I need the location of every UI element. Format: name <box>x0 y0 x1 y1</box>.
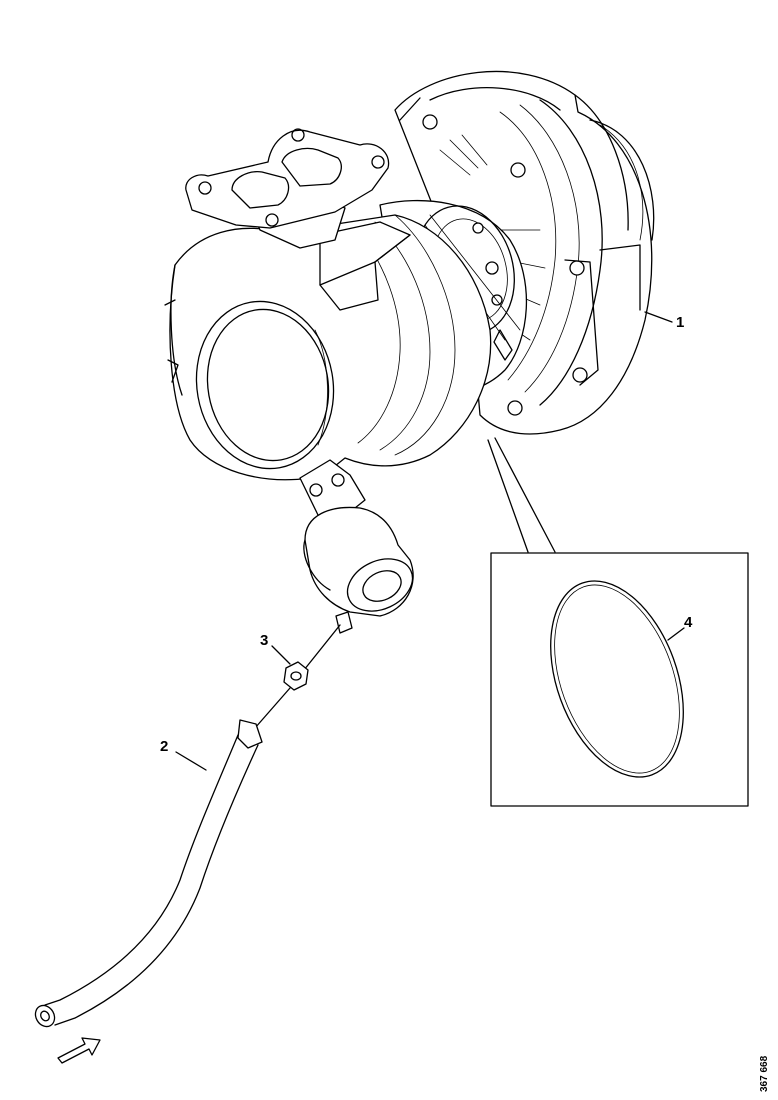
callout-2-leader <box>175 751 207 771</box>
oil-return-pipe: 2 <box>34 719 263 1028</box>
flow-direction-arrow-icon <box>57 1037 101 1064</box>
callout-3-leader <box>271 645 291 665</box>
o-ring <box>550 580 684 778</box>
detail-pointer <box>487 437 556 553</box>
compressor-housing <box>394 70 655 435</box>
inlet-flange <box>185 128 390 249</box>
turbocharger: 1 <box>164 70 684 634</box>
callout-1: 1 <box>676 314 684 331</box>
callout-4: 4 <box>684 614 693 631</box>
callout-3: 3 <box>260 632 268 649</box>
callout-4-leader <box>667 627 685 641</box>
drawing-number: 367 668 <box>759 1055 770 1092</box>
wastegate-actuator <box>299 459 414 634</box>
assembly-centerline <box>254 624 341 729</box>
o-ring-detail-inset: 4 <box>487 437 749 807</box>
detail-frame <box>490 552 749 807</box>
nut: 3 <box>254 624 341 729</box>
callout-2: 2 <box>160 738 168 755</box>
callout-1-leader <box>644 311 673 323</box>
turbine-housing <box>164 214 492 481</box>
